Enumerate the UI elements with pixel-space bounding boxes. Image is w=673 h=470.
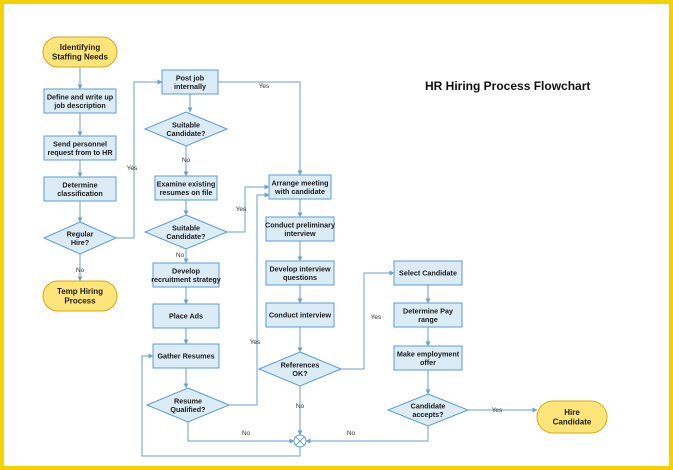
node-label: classification: [57, 189, 103, 198]
node-label: Candidate: [553, 417, 592, 426]
edge-label: No: [296, 403, 305, 410]
node-place: Place Ads: [152, 303, 220, 329]
edge-qualified-to-arrange: Yes: [229, 192, 270, 406]
edge-suitable2-to-arrange: Yes: [227, 184, 270, 233]
node-label: Candidate?: [166, 232, 205, 241]
edge-label: No: [182, 157, 191, 164]
edge-references-to-junction: No: [296, 386, 305, 436]
edge-post-to-arrange: Yes: [218, 81, 303, 176]
node-label: Resume: [174, 396, 202, 405]
node-label: Candidate: [411, 401, 446, 410]
node-label: Develop: [172, 266, 201, 275]
edge-accepts-to-junction: No: [305, 426, 429, 444]
edge-label: No: [176, 252, 185, 259]
edge-regular-to-temp: No: [76, 254, 85, 282]
node-label: Identifying: [60, 43, 101, 52]
node-label: Examine existing: [157, 179, 216, 188]
edge-label: Yes: [236, 206, 247, 213]
node-label: Conduct preliminary: [265, 220, 335, 229]
edge-label: Yes: [250, 339, 261, 346]
node-label: questions: [283, 273, 317, 282]
edge-label: No: [242, 430, 251, 437]
node-label: offer: [420, 358, 436, 367]
node-label: Suitable: [172, 120, 200, 129]
node-label: Determine: [62, 180, 97, 189]
edge-label: Yes: [371, 314, 382, 321]
node-label: Post job: [176, 73, 205, 82]
node-label: Hire: [564, 408, 580, 417]
edge-accepts-to-hire: Yes: [468, 407, 538, 414]
edge-label: No: [76, 267, 85, 274]
edge-suitable2-to-develop_rec: No: [176, 249, 189, 264]
node-label: Staffing Needs: [52, 52, 109, 61]
node-gather: Gather Resumes: [152, 343, 220, 369]
node-label: with candidate: [274, 187, 325, 196]
edge-references-to-select: Yes: [341, 270, 395, 370]
node-label: Candidate?: [166, 129, 205, 138]
edge-qualified-to-junction: No: [187, 422, 295, 444]
node-label: Place Ads: [169, 312, 203, 321]
node-label: Define and write up: [47, 92, 114, 101]
node-label: Send personnel: [53, 139, 107, 148]
node-interview: Conduct interview: [265, 302, 335, 328]
node-label: Temp Hiring: [57, 287, 103, 296]
diagram-title: HR Hiring Process Flowchart: [425, 79, 590, 93]
node-label: Gather Resumes: [157, 352, 214, 361]
node-label: recruitment strategy: [151, 275, 221, 284]
node-label: accepts?: [412, 410, 443, 419]
edge-label: No: [347, 430, 356, 437]
node-label: interview: [284, 229, 316, 238]
node-label: Determine Pay: [403, 306, 453, 315]
node-label: Hire?: [71, 238, 89, 247]
node-label: internally: [174, 82, 206, 91]
node-label: Develop interview: [269, 264, 331, 273]
node-label: Suitable: [172, 223, 200, 232]
edge-suitable1-to-examine: No: [182, 146, 191, 177]
node-label: OK?: [292, 369, 307, 378]
node-label: Select Candidate: [399, 269, 457, 278]
node-label: range: [418, 315, 438, 324]
node-label: Process: [64, 296, 96, 305]
edge-regular-to-post: Yes: [116, 79, 163, 239]
node-label: Qualified?: [170, 405, 205, 414]
node-junction: [293, 434, 307, 448]
node-label: Make employment: [397, 349, 460, 358]
edge-label: Yes: [492, 407, 503, 414]
node-label: job description: [53, 101, 106, 110]
node-label: Conduct interview: [269, 311, 332, 320]
node-label: Arrange meeting: [271, 178, 328, 187]
node-select: Select Candidate: [393, 260, 463, 286]
node-label: resumes on file: [160, 188, 213, 197]
node-label: References: [281, 360, 320, 369]
edge-label: Yes: [259, 83, 270, 90]
edge-junction-to-gather: [141, 353, 301, 457]
node-label: Regular: [67, 229, 94, 238]
node-label: request from to HR: [47, 148, 113, 157]
edge-label: Yes: [127, 165, 138, 172]
